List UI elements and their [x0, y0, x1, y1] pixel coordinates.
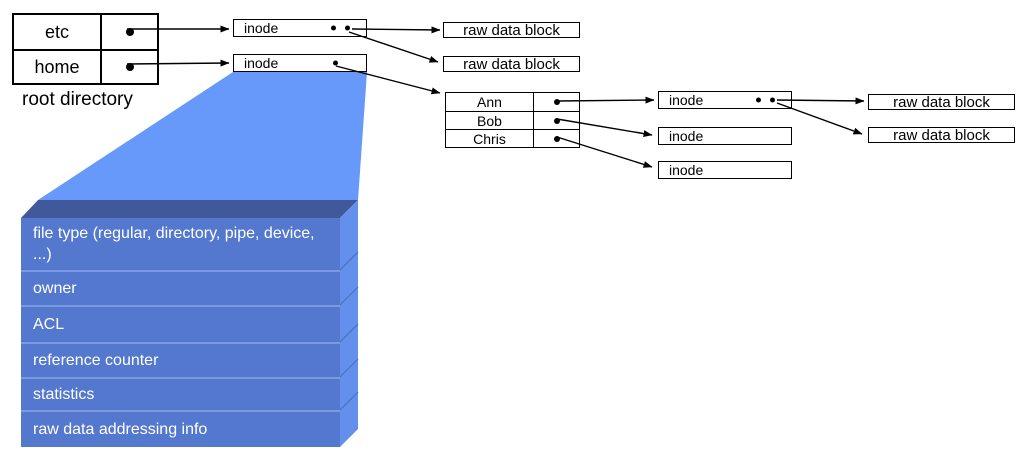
- root-directory-table: etc home: [12, 13, 159, 85]
- pointer-cell: [534, 111, 579, 129]
- pointer-dot: [125, 28, 134, 36]
- raw-data-block-label: raw data block: [893, 126, 990, 144]
- inode-field-reference-counter: reference counter: [21, 342, 340, 377]
- raw-data-block-label: raw data block: [463, 55, 560, 73]
- pointer-dot: [553, 135, 560, 142]
- field-label: file type (regular, directory, pipe, dev…: [33, 224, 315, 263]
- dir-entry-name: Ann: [446, 93, 534, 111]
- inode-field-acl: ACL: [21, 305, 340, 342]
- inode-label: inode: [244, 55, 279, 71]
- pointer-cell: [534, 93, 579, 111]
- inode-field-owner: owner: [21, 270, 340, 305]
- raw-data-block-label: raw data block: [463, 21, 560, 39]
- pointer-cell: [534, 129, 579, 147]
- dir-entry-name: Bob: [446, 111, 534, 129]
- pointer-dot: [756, 97, 761, 103]
- field-label: statistics: [33, 385, 95, 403]
- field-label: owner: [33, 279, 77, 297]
- inode-detail-stack: file type (regular, directory, pipe, dev…: [21, 218, 340, 447]
- inode-field-raw-data-addressing: raw data addressing info: [21, 410, 340, 447]
- pointer-dot: [553, 99, 560, 105]
- inode-box-bob: inode: [658, 127, 792, 145]
- inode-box-home: inode: [233, 54, 367, 72]
- field-label: raw data addressing info: [33, 420, 208, 438]
- raw-data-block-label: raw data block: [893, 93, 990, 111]
- pointer-dot: [553, 117, 560, 124]
- field-label: ACL: [33, 315, 65, 333]
- raw-data-block-2: raw data block: [443, 56, 580, 72]
- inode-label: inode: [244, 20, 279, 36]
- raw-data-block-4: raw data block: [868, 127, 1015, 143]
- field-label: reference counter: [33, 351, 159, 369]
- inode-box-etc: inode: [233, 19, 367, 37]
- pointer-dot: [770, 97, 775, 103]
- dir-entry-name: home: [14, 49, 102, 83]
- pointer-cell: [102, 15, 157, 49]
- pointer-dot: [333, 60, 338, 66]
- dir-entry-name: etc: [14, 15, 102, 49]
- inode-field-statistics: statistics: [21, 377, 340, 410]
- stack-top-face: [21, 200, 358, 218]
- inode-label: inode: [669, 128, 704, 144]
- inode-field-file-type: file type (regular, directory, pipe, dev…: [21, 218, 340, 270]
- inode-box-ann: inode: [658, 91, 792, 109]
- pointer-dot: [331, 25, 336, 31]
- inode-label: inode: [669, 92, 704, 108]
- raw-data-block-1: raw data block: [443, 22, 580, 38]
- pointer-dot: [125, 63, 134, 71]
- root-directory-label: root directory: [22, 89, 133, 110]
- inode-label: inode: [669, 162, 704, 178]
- raw-data-block-3: raw data block: [868, 94, 1015, 110]
- stack-side-face: [340, 200, 358, 447]
- inode-box-chris: inode: [658, 161, 792, 179]
- stack-side-separators: [339, 251, 359, 411]
- home-directory-table: Ann Bob Chris: [445, 92, 580, 148]
- pointer-cell: [102, 49, 157, 83]
- dir-entry-name: Chris: [446, 129, 534, 147]
- pointer-dot: [345, 25, 350, 31]
